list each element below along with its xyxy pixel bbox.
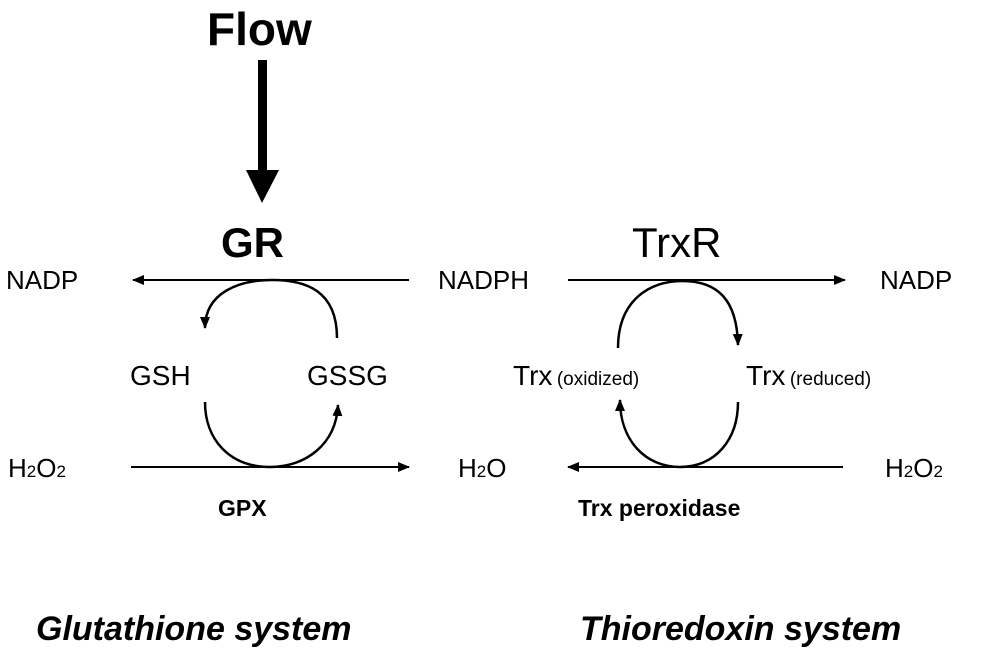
gpx-cycle-arc bbox=[203, 401, 343, 469]
nadp-left-label: NADP bbox=[6, 265, 79, 295]
h2o-o: O bbox=[486, 453, 507, 483]
gr-cycle-arc bbox=[200, 278, 339, 339]
h2o2-right-label: H2O2 bbox=[885, 455, 943, 481]
nadp-right-label: NADP bbox=[880, 265, 953, 295]
trx-oxidized-label: Trx (oxidized) bbox=[513, 362, 639, 390]
h2o-label: H2O bbox=[458, 455, 506, 481]
trx-reduced-label: Trx (reduced) bbox=[746, 362, 871, 390]
trx-peroxidase-cycle-arc bbox=[615, 399, 740, 469]
h2o-h: H bbox=[458, 453, 477, 483]
glutathione-system-title: Glutathione system bbox=[36, 610, 352, 648]
gsh-label: GSH bbox=[130, 360, 191, 391]
flow-label: Flow bbox=[207, 3, 312, 55]
h2o2-left-sub2: 2 bbox=[56, 462, 66, 481]
trx-reduced-state: (reduced) bbox=[789, 369, 872, 390]
trxr-cycle-arc bbox=[616, 279, 743, 349]
h2o2-left-sub1: 2 bbox=[26, 462, 37, 481]
thioredoxin-system-title: Thioredoxin system bbox=[580, 610, 902, 648]
h2o2-right-sub1: 2 bbox=[903, 462, 914, 481]
h2o2-left-h: H bbox=[8, 453, 27, 483]
h2o2-left-label: H2O2 bbox=[8, 455, 66, 481]
flow-arrow bbox=[246, 60, 279, 203]
h2o2-right-o: O bbox=[913, 453, 934, 483]
h2o2-left-o: O bbox=[36, 453, 57, 483]
gpx-enzyme-label: GPX bbox=[218, 495, 267, 521]
nadph-label: NADPH bbox=[438, 265, 530, 295]
trx-peroxidase-enzyme-label: Trx peroxidase bbox=[578, 495, 741, 521]
h2o2-right-sub2: 2 bbox=[933, 462, 943, 481]
trxr-enzyme-label: TrxR bbox=[632, 219, 722, 266]
h2o2-right-h: H bbox=[885, 453, 904, 483]
trx-oxidized-state: (oxidized) bbox=[556, 369, 640, 390]
h2o-sub1: 2 bbox=[476, 462, 487, 481]
trx-reduced-name: Trx bbox=[746, 360, 786, 391]
trx-oxidized-name: Trx bbox=[513, 360, 553, 391]
gr-enzyme-label: GR bbox=[221, 219, 284, 266]
gssg-label: GSSG bbox=[307, 360, 388, 391]
